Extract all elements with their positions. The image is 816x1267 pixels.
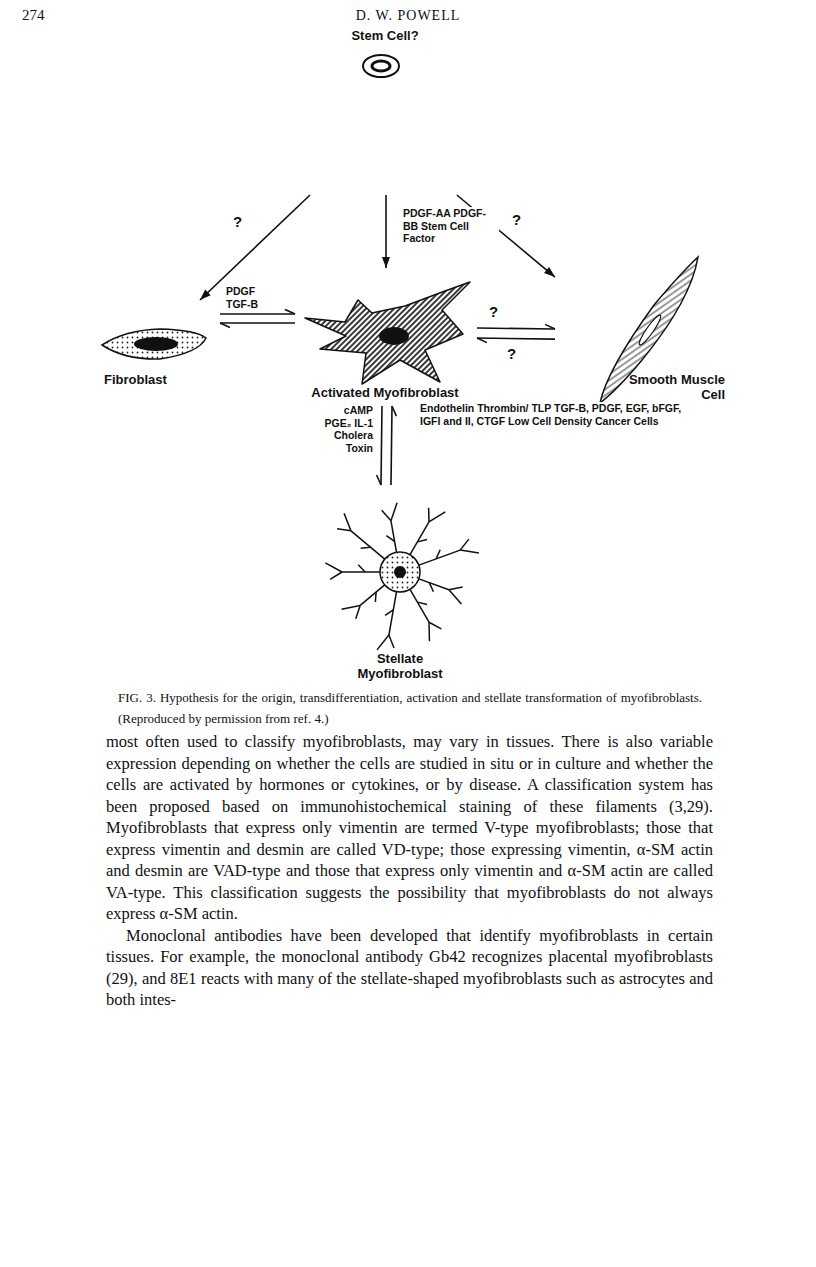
cell-node: Fibroblast xyxy=(98,300,220,392)
body-paragraph: most often used to classify myofibroblas… xyxy=(106,731,713,925)
factor-label: Endothelin Thrombin/ TLP TGF-B, PDGF, EG… xyxy=(420,402,685,427)
arrow-connector xyxy=(380,406,383,485)
cell-illustration xyxy=(305,22,465,195)
cell-node: Stellate Myofibroblast xyxy=(300,485,500,685)
factor-label: ? xyxy=(507,345,521,363)
arrow-connector xyxy=(385,195,387,268)
factor-label: PDGF TGF-B xyxy=(226,285,270,310)
cell-label: Stem Cell? xyxy=(305,28,465,43)
cell-node: Activated Myofibroblast xyxy=(295,268,477,406)
cell-label: Smooth Muscle Cell xyxy=(615,372,725,402)
cell-node: Stem Cell? xyxy=(305,22,467,195)
running-head: D. W. POWELL xyxy=(308,7,508,25)
factor-label: ? xyxy=(233,213,247,231)
figure-caption: FIG. 3. Hypothesis for the origin, trans… xyxy=(118,687,702,729)
factor-label: ? xyxy=(489,303,503,321)
factor-label: ? xyxy=(512,211,526,229)
arrow-connector xyxy=(477,338,555,339)
cell-label: Activated Myofibroblast xyxy=(295,385,475,400)
arrow-connector xyxy=(220,313,295,315)
cell-label: Fibroblast xyxy=(104,372,214,387)
cell-node: Smooth Muscle Cell xyxy=(555,250,733,404)
factor-label: cAMP PGE₂ IL-1 Cholera Toxin xyxy=(318,404,373,454)
arrow-connector xyxy=(220,322,295,324)
page-number: 274 xyxy=(22,6,82,24)
arrow-connector xyxy=(391,406,392,485)
arrow-connector xyxy=(477,327,555,330)
factor-label: PDGF-AA PDGF-BB Stem Cell Factor xyxy=(403,207,499,245)
cell-label: Stellate Myofibroblast xyxy=(340,651,460,681)
body-paragraph: Monoclonal antibodies have been develope… xyxy=(106,925,713,1011)
